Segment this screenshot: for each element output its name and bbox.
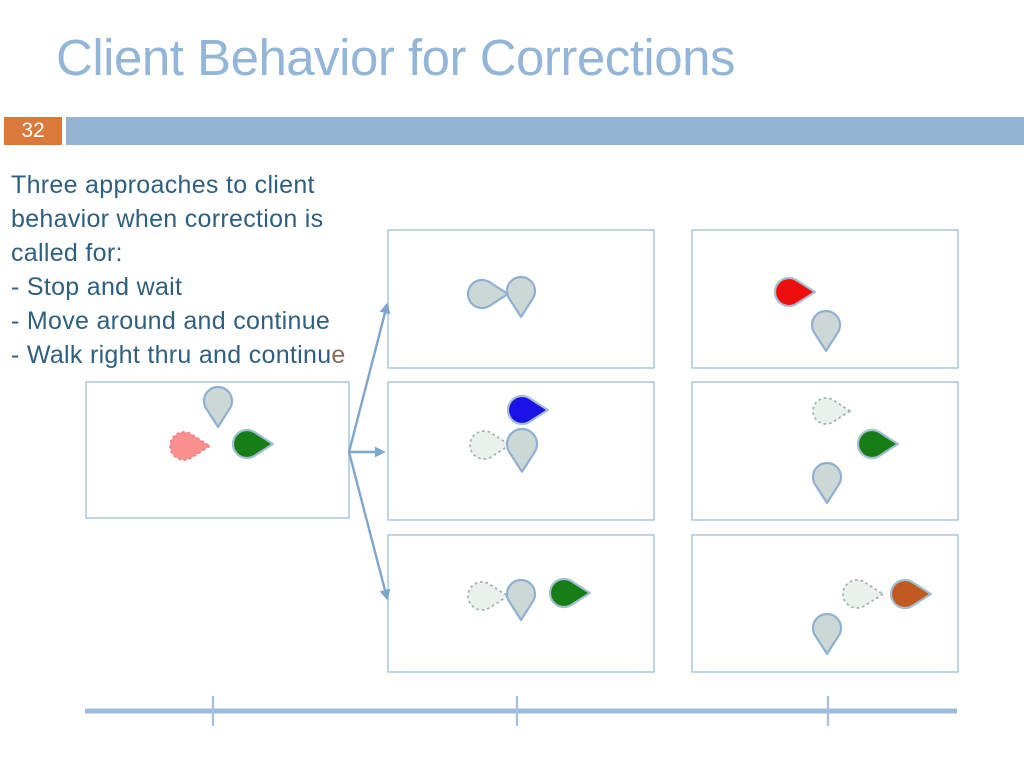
intro-bullet-move-around: - Move around and continue <box>11 307 331 335</box>
arrow-to-top <box>347 302 391 453</box>
intro-line: called for: <box>11 239 123 267</box>
pin-icon-start-salmon-right <box>169 431 211 461</box>
pin-icon-midbot-gray-down <box>505 578 537 621</box>
pin-icon-rightbot-ghost-right <box>842 579 884 609</box>
pin-icon-rightbot-orange-right <box>889 578 932 610</box>
intro-bullet-stop-and-wait: - Stop and wait <box>11 273 183 301</box>
slide-title: Client Behavior for Corrections <box>56 29 735 86</box>
intro-line: behavior when correction is <box>11 205 324 233</box>
intro-bullet-walk-thru-tail: e <box>331 341 346 369</box>
pin-icon-rightbot-gray-down <box>811 612 843 655</box>
pin-icon-midbot-green-right <box>548 577 591 609</box>
intro-bullet-walk-thru-main: - Walk right thru and continu <box>11 341 332 369</box>
pin-icon-midmid-ghost-right <box>469 430 511 460</box>
pin-icon-midtop-gray-down <box>505 275 537 318</box>
page-number-badge: 32 <box>4 117 62 145</box>
pin-icon-righttop-gray-down <box>810 309 842 352</box>
intro-text-block: Three approaches to client behavior when… <box>11 168 381 372</box>
pin-icon-midbot-ghost-right <box>467 581 509 611</box>
arrow-to-bottom <box>347 451 391 601</box>
pin-icon-midmid-gray-down <box>505 427 539 473</box>
pin-icon-righttop-red-right <box>773 276 816 308</box>
pin-icon-midtop-gray-right <box>466 278 509 310</box>
intro-bullet-walk-thru: - Walk right thru and continue <box>11 338 381 372</box>
pin-icon-rightmid-green-right <box>856 428 899 460</box>
pin-icon-start-gray-down <box>202 385 234 428</box>
pin-icon-rightmid-ghost-right <box>812 397 851 425</box>
header-bar <box>66 117 1024 145</box>
pin-icon-start-green-right <box>231 428 274 460</box>
intro-line: Three approaches to client <box>11 171 315 199</box>
pin-icon-midmid-blue-right <box>506 394 549 426</box>
pin-icon-rightmid-gray-down <box>811 461 843 504</box>
